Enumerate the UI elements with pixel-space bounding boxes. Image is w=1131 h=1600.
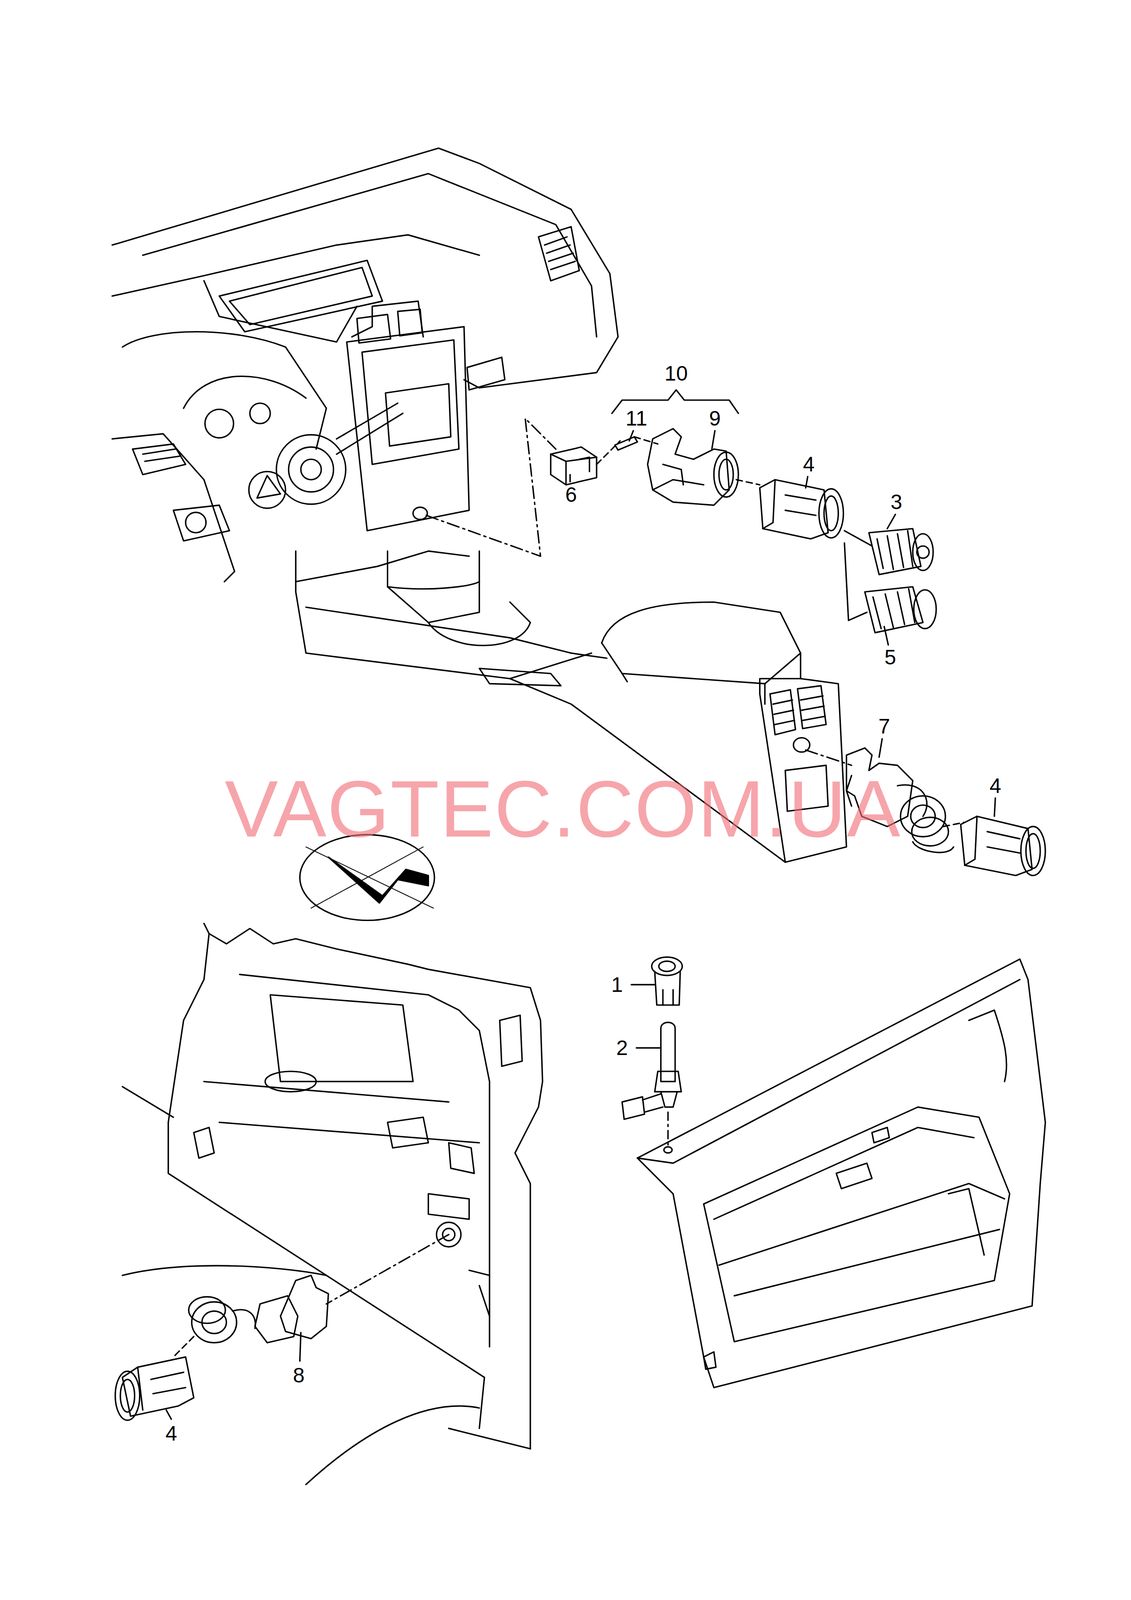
callout-number: 4	[802, 453, 815, 475]
callout-number: 4	[165, 1422, 178, 1444]
callout-number: 2	[616, 1037, 628, 1058]
callout-number: 4	[989, 775, 1002, 796]
callout-number: 9	[709, 407, 722, 429]
callout-number: 7	[878, 715, 891, 737]
callout-number: 8	[292, 1364, 305, 1386]
watermark: VAGTEC.COM.UA	[224, 768, 902, 849]
callout-number: 10	[664, 362, 688, 384]
callout-number: 11	[625, 407, 648, 429]
callout-number: 1	[611, 973, 623, 995]
callout-number: 5	[884, 646, 897, 668]
callout-number: 3	[890, 491, 903, 513]
callout-number: 6	[565, 484, 578, 505]
